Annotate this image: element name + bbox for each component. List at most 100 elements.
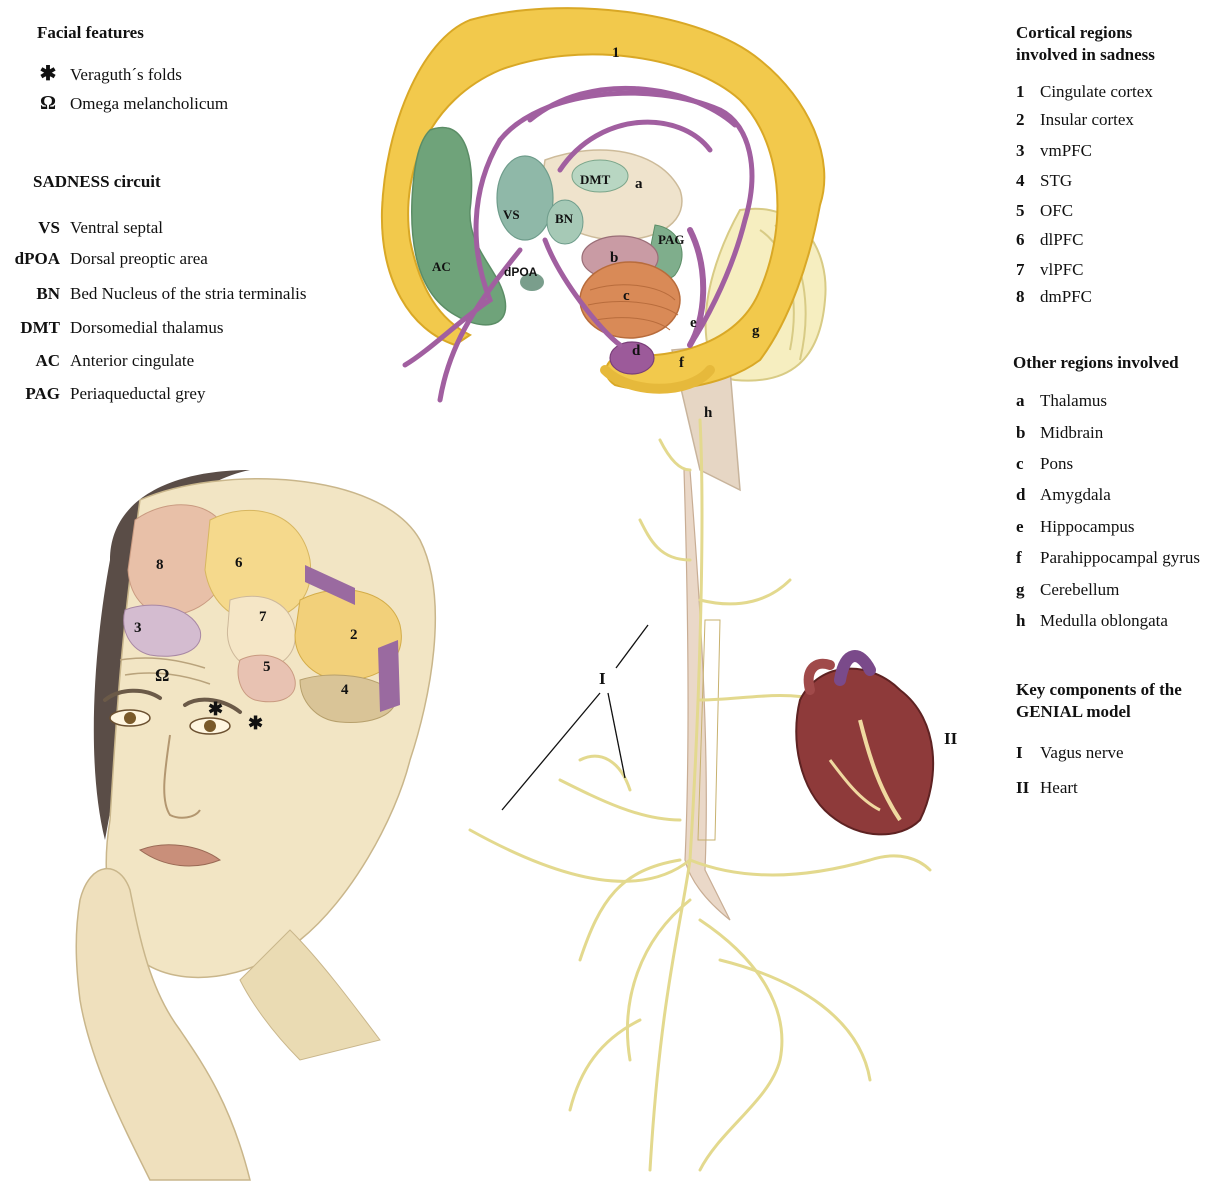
other-label: Medulla oblongata bbox=[1040, 611, 1168, 630]
cortical-label: OFC bbox=[1040, 201, 1073, 220]
other-regions-heading: Other regions involved bbox=[1013, 352, 1179, 374]
cortical-heading-line1: Cortical regions bbox=[1016, 22, 1155, 44]
circuit-abbr: dPOA bbox=[0, 249, 60, 269]
circuit-item: AC Anterior cingulate bbox=[0, 351, 194, 371]
circuit-label: Dorsomedial thalamus bbox=[70, 318, 223, 337]
genial-key: I bbox=[1016, 743, 1040, 763]
label-fold-1: ✱ bbox=[208, 699, 223, 719]
label-vs: VS bbox=[503, 207, 520, 222]
cortical-label: Insular cortex bbox=[1040, 110, 1134, 129]
label-midbrain: b bbox=[610, 250, 618, 266]
genial-heading-line2: GENIAL model bbox=[1016, 701, 1182, 723]
sadness-circuit-heading: SADNESS circuit bbox=[33, 171, 161, 193]
circuit-item: DMT Dorsomedial thalamus bbox=[0, 318, 223, 338]
label-dmpfc: 8 bbox=[156, 557, 164, 573]
ventral-septal bbox=[497, 156, 553, 240]
label-cingulate: 1 bbox=[612, 45, 620, 61]
circuit-abbr: DMT bbox=[0, 318, 60, 338]
other-label: Pons bbox=[1040, 454, 1073, 473]
circuit-item: PAG Periaqueductal grey bbox=[0, 384, 205, 404]
facial-item-label: Veraguth´s folds bbox=[70, 65, 182, 84]
other-label: Cerebellum bbox=[1040, 580, 1119, 599]
circuit-abbr: BN bbox=[0, 284, 60, 304]
label-ofc: 5 bbox=[263, 659, 271, 675]
other-label: Hippocampus bbox=[1040, 517, 1134, 536]
other-label: Amygdala bbox=[1040, 485, 1111, 504]
cortical-key: 5 bbox=[1016, 201, 1040, 221]
other-item: aThalamus bbox=[1016, 391, 1107, 411]
label-bn: BN bbox=[555, 211, 574, 226]
cortical-key: 6 bbox=[1016, 230, 1040, 250]
cortical-label: vmPFC bbox=[1040, 141, 1092, 160]
cortical-key: 4 bbox=[1016, 171, 1040, 191]
fold-symbol: ✱ bbox=[34, 61, 62, 86]
label-cerebellum: g bbox=[752, 323, 760, 339]
circuit-abbr: VS bbox=[0, 218, 60, 238]
genial-heading-line1: Key components of the bbox=[1016, 679, 1182, 701]
label-vlpfc: 7 bbox=[259, 609, 267, 625]
other-key: a bbox=[1016, 391, 1040, 411]
cortical-label: dmPFC bbox=[1040, 287, 1092, 306]
other-key: e bbox=[1016, 517, 1040, 537]
facial-item-label: Omega melancholicum bbox=[70, 94, 228, 113]
circuit-label: Dorsal preoptic area bbox=[70, 249, 208, 268]
circuit-label: Periaqueductal grey bbox=[70, 384, 205, 403]
other-key: f bbox=[1016, 548, 1040, 568]
label-stg: 4 bbox=[341, 682, 349, 698]
circuit-label: Anterior cingulate bbox=[70, 351, 194, 370]
other-label: Midbrain bbox=[1040, 423, 1103, 442]
other-key: d bbox=[1016, 485, 1040, 505]
label-ac: AC bbox=[432, 259, 451, 274]
label-insula: 2 bbox=[350, 627, 358, 643]
cortical-label: Cingulate cortex bbox=[1040, 82, 1153, 101]
label-fold-2: ✱ bbox=[248, 713, 263, 733]
cortical-label: vlPFC bbox=[1040, 260, 1083, 279]
label-medulla: h bbox=[704, 405, 713, 421]
label-hippocampus: e bbox=[690, 315, 697, 331]
cortical-key: 8 bbox=[1016, 287, 1040, 307]
brain-section: 1 AC VS BN DMT a PAG dPOA b c e d f g h bbox=[382, 8, 826, 490]
label-dmt: DMT bbox=[580, 172, 611, 187]
label-pag: PAG bbox=[658, 232, 684, 247]
cortical-label: dlPFC bbox=[1040, 230, 1083, 249]
cortical-heading-line2: involved in sadness bbox=[1016, 44, 1155, 66]
other-key: b bbox=[1016, 423, 1040, 443]
cortical-key: 7 bbox=[1016, 260, 1040, 280]
label-dpoa: dPOA bbox=[504, 265, 538, 279]
label-pons: c bbox=[623, 288, 630, 304]
circuit-abbr: PAG bbox=[0, 384, 60, 404]
other-label: Parahippocampal gyrus bbox=[1040, 548, 1200, 567]
label-thalamus: a bbox=[635, 176, 643, 192]
label-amygdala: d bbox=[632, 343, 641, 359]
other-key: g bbox=[1016, 580, 1040, 600]
circuit-abbr: AC bbox=[0, 351, 60, 371]
heart-illustration bbox=[796, 656, 933, 834]
cortical-regions-heading: Cortical regions involved in sadness bbox=[1016, 22, 1155, 66]
other-label: Thalamus bbox=[1040, 391, 1107, 410]
facial-item-omega: Ω Omega melancholicum bbox=[34, 92, 228, 115]
label-heart: II bbox=[944, 729, 958, 748]
facial-features-heading: Facial features bbox=[37, 22, 144, 44]
genial-model-heading: Key components of the GENIAL model bbox=[1016, 679, 1182, 723]
omega-symbol: Ω bbox=[34, 92, 62, 115]
cortical-key: 1 bbox=[1016, 82, 1040, 102]
other-key: c bbox=[1016, 454, 1040, 474]
label-omega: Ω bbox=[155, 665, 169, 685]
genial-label: Heart bbox=[1040, 778, 1078, 797]
cortical-key: 2 bbox=[1016, 110, 1040, 130]
